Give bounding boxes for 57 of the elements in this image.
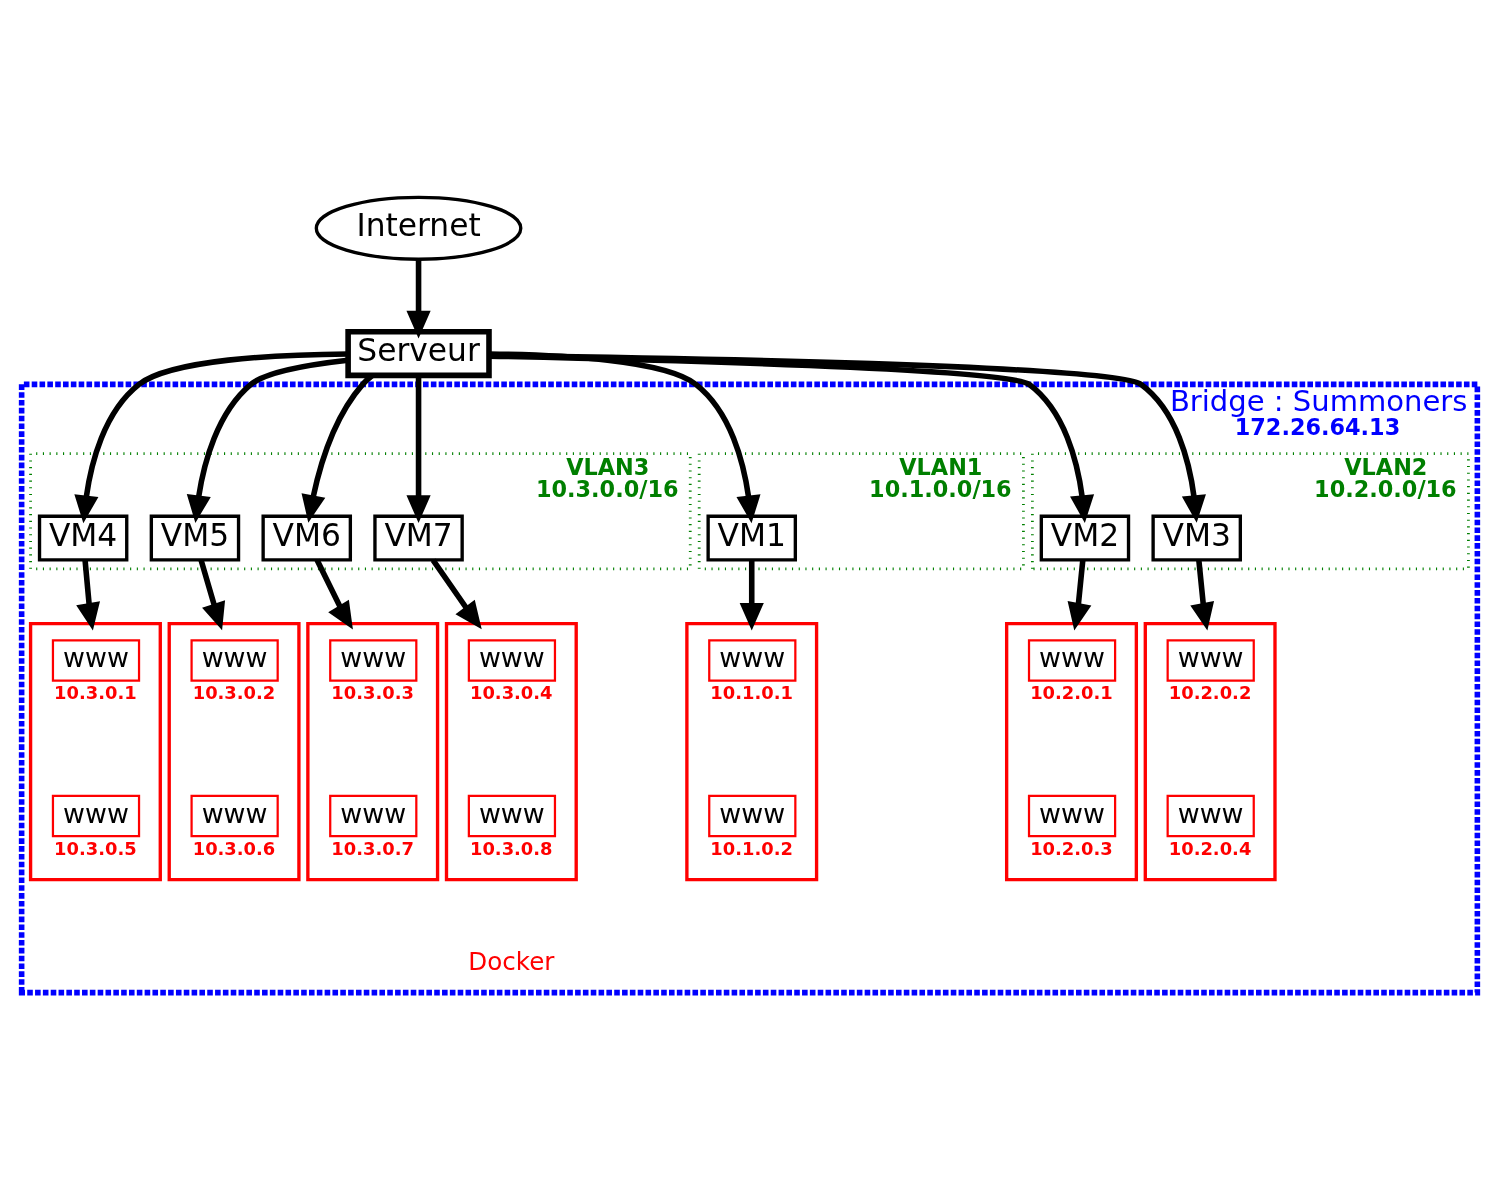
arrow (489, 352, 1095, 523)
node-box: www (51, 638, 141, 682)
arrow (186, 356, 349, 523)
node-label: 10.2.0.1 (1030, 681, 1113, 703)
cluster (1143, 621, 1277, 881)
node-label: 10.3.0.4 (469, 681, 553, 703)
arrow (1067, 559, 1092, 630)
node-box: VM2 (1039, 514, 1131, 562)
node-box: www (708, 794, 797, 837)
node-box: Serveur (345, 328, 492, 378)
node-label: 10.2.0.4 (1168, 837, 1252, 859)
cluster (306, 621, 440, 881)
node-box: www (1166, 638, 1255, 682)
node-box: VM1 (706, 514, 797, 562)
node-box: www (51, 794, 141, 837)
arrow (406, 258, 431, 338)
cluster (444, 621, 578, 881)
node-label: 10.1.0.2 (710, 837, 793, 859)
cluster (28, 621, 162, 881)
arrow (198, 558, 226, 630)
node-label: 10.2.0.3 (1030, 837, 1113, 859)
node-box: www (1027, 638, 1117, 682)
arrow (489, 352, 1206, 523)
node-box: www (708, 638, 797, 682)
arrow (406, 375, 431, 523)
label: Docker (468, 946, 555, 976)
arrow (739, 559, 764, 631)
node-box: www (467, 638, 557, 682)
node-box: www (190, 638, 279, 682)
node-label: 10.3.0.5 (54, 837, 137, 859)
arrow (1190, 559, 1215, 630)
node-label: 10.3.0.2 (192, 681, 276, 703)
node-box: VM7 (373, 514, 464, 562)
arrow (489, 350, 761, 523)
node-label: 10.3.0.1 (54, 681, 137, 703)
node-box: VM5 (149, 514, 241, 562)
node-label: 10.3.0.6 (192, 837, 276, 859)
node-label: 10.3.0.7 (331, 837, 414, 859)
node-box: VM6 (261, 514, 353, 562)
node-box: www (329, 638, 418, 682)
node-label: 10.2.0.2 (1168, 681, 1252, 703)
cluster (1004, 621, 1139, 881)
node-box: www (1027, 794, 1117, 837)
arrow (74, 350, 349, 523)
node-box: www (467, 794, 557, 837)
node-box: VM4 (37, 514, 129, 562)
node-label: 10.3.0.8 (469, 837, 553, 859)
arrow (430, 558, 482, 629)
cluster (167, 621, 301, 881)
cluster (685, 621, 819, 881)
node-box: VM3 (1151, 514, 1242, 562)
node-box: www (190, 794, 279, 837)
node-ellipse: Internet (314, 195, 523, 261)
node-label: 10.1.0.1 (710, 681, 793, 703)
node-box: www (329, 794, 418, 837)
node-box: www (1166, 794, 1255, 837)
node-label: 10.3.0.3 (331, 681, 414, 703)
